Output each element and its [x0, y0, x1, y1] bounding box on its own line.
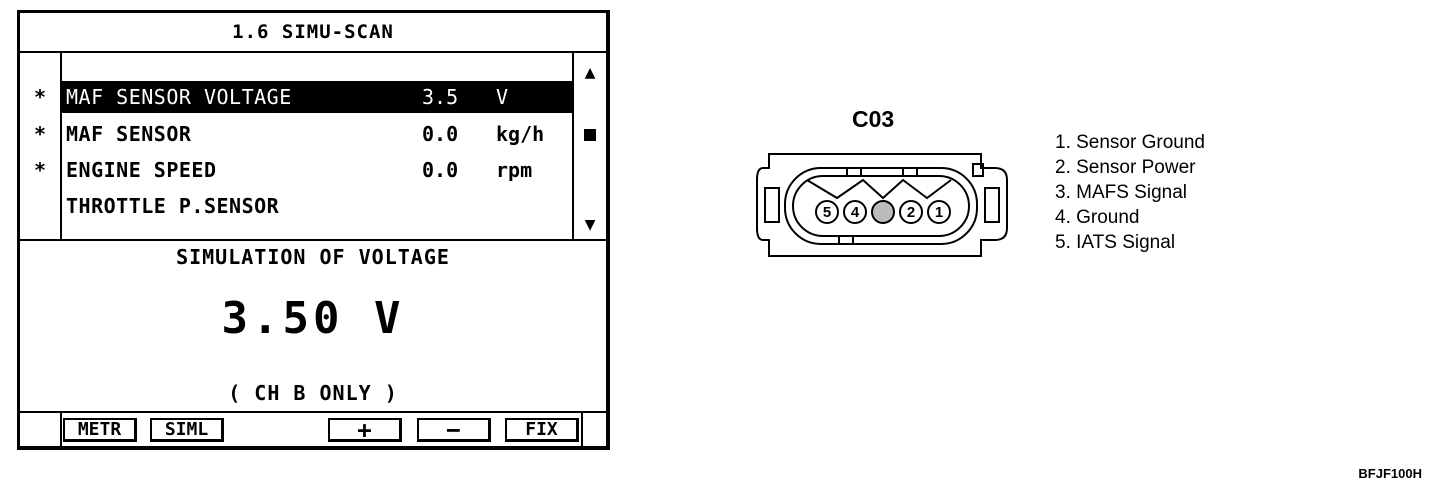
pin-5: [815, 200, 839, 224]
connector-inner-wall: [792, 175, 970, 237]
key-top-left: [846, 167, 862, 177]
sensor-unit: rpm: [496, 158, 533, 182]
sensor-name: ENGINE SPEED: [66, 158, 217, 182]
sensor-unit: kg/h: [496, 122, 545, 146]
softkey-divider: [60, 413, 62, 446]
sensor-value: 0.0: [422, 158, 459, 182]
sensor-name: MAF SENSOR VOLTAGE: [66, 85, 292, 109]
siml-button[interactable]: SIML: [150, 418, 224, 442]
sensor-name: MAF SENSOR: [66, 122, 192, 146]
row-mark: *: [33, 122, 47, 146]
row-mark: *: [33, 158, 47, 182]
scroll-down-icon[interactable]: ▼: [584, 213, 596, 235]
metr-button[interactable]: METR: [63, 418, 137, 442]
screen-title: 1.6 SIMU-SCAN: [20, 13, 606, 53]
softkey-divider: [581, 413, 583, 446]
simulation-note: ( CH B ONLY ): [228, 381, 398, 405]
fix-button[interactable]: FIX: [505, 418, 579, 442]
simulation-value: 3.50 V: [221, 293, 405, 344]
latch-right: [972, 163, 984, 177]
pin-label: 2: [907, 204, 915, 221]
minus-button[interactable]: −: [417, 416, 491, 444]
scanner-screen: 1.6 SIMU-SCAN * * * MAF SENSOR VOLTAGE 3…: [17, 10, 610, 450]
connector-cavity: [784, 167, 978, 245]
pin-2: [899, 200, 923, 224]
pin-3-blank: [871, 200, 895, 224]
figure-code: BFJF100H: [1358, 466, 1422, 481]
list-item[interactable]: MAF SENSOR VOLTAGE 3.5 V: [62, 81, 572, 113]
legend-item: 2. Sensor Power: [1055, 157, 1196, 178]
simulation-title: SIMULATION OF VOLTAGE: [176, 245, 450, 269]
sensor-list-body: MAF SENSOR VOLTAGE 3.5 V MAF SENSOR 0.0 …: [60, 53, 574, 239]
row-mark: [28, 190, 52, 222]
sensor-value: 0.0: [422, 122, 459, 146]
simulation-panel: SIMULATION OF VOLTAGE 3.50 V ( CH B ONLY…: [20, 241, 606, 417]
scroll-up-icon[interactable]: ▲: [584, 61, 596, 83]
key-ridge: [806, 178, 952, 200]
pin-label: 1: [935, 204, 943, 221]
softkey-bar: METR SIML + − FIX: [20, 411, 606, 446]
legend-item: 3. MAFS Signal: [1055, 182, 1187, 203]
sensor-name: THROTTLE P.SENSOR: [66, 194, 280, 218]
sensor-value: 3.5: [422, 85, 459, 109]
sensor-unit: V: [496, 85, 509, 109]
pin-1: [927, 200, 951, 224]
list-item[interactable]: ENGINE SPEED 0.0 rpm: [62, 154, 572, 186]
left-lug: [764, 187, 780, 223]
row-mark: *: [33, 85, 47, 109]
connector-diagram: 5 4 2 1: [756, 153, 1008, 257]
key-top-right: [902, 167, 918, 177]
legend-item: 1. Sensor Ground: [1055, 132, 1205, 153]
pin-4: [843, 200, 867, 224]
legend-item: 5. IATS Signal: [1055, 232, 1176, 253]
scroll-thumb[interactable]: [584, 129, 596, 141]
sensor-list: * * * MAF SENSOR VOLTAGE 3.5 V MAF SENSO…: [20, 53, 606, 241]
pin-label: 4: [851, 204, 860, 221]
list-item[interactable]: MAF SENSOR 0.0 kg/h: [62, 118, 572, 150]
pin-legend: 1. Sensor Ground 2. Sensor Power 3. MAFS…: [1055, 130, 1205, 255]
plus-button[interactable]: +: [328, 416, 402, 444]
key-bottom: [838, 235, 854, 245]
right-lug: [984, 187, 1000, 223]
connector-housing: [756, 153, 1008, 257]
list-item[interactable]: THROTTLE P.SENSOR: [62, 190, 572, 222]
connector-label: C03: [852, 106, 895, 132]
pin-label: 5: [823, 204, 831, 221]
legend-item: 4. Ground: [1055, 207, 1140, 228]
